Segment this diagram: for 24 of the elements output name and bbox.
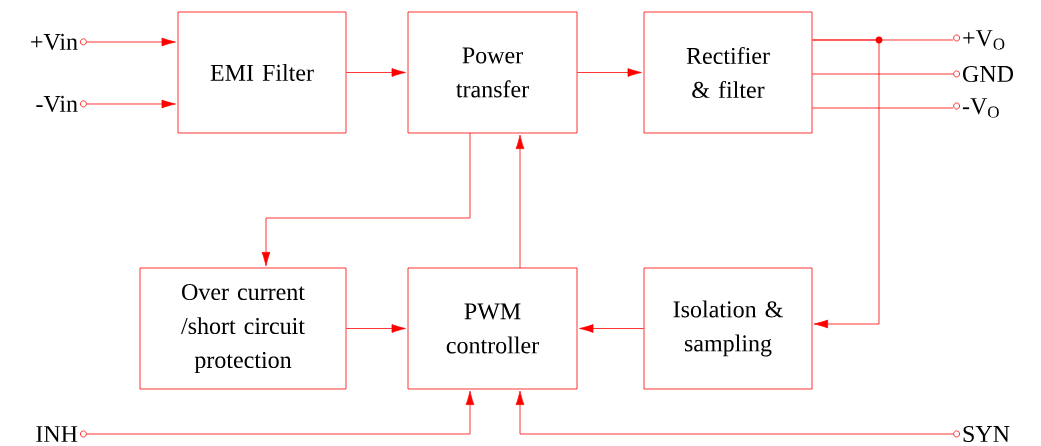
terminal-label: -V$_{O}$ bbox=[953, 98, 999, 118]
arrow bbox=[577, 68, 642, 77]
terminal-label: +Vin bbox=[31, 33, 87, 51]
arrow bbox=[812, 39, 880, 329]
arrow bbox=[346, 324, 406, 333]
terminal-label: -Vin bbox=[36, 95, 87, 113]
terminal-label: GND bbox=[953, 65, 1014, 83]
arrow bbox=[86, 37, 176, 47]
block-box: PWM controller bbox=[407, 267, 578, 390]
arrow bbox=[515, 134, 525, 269]
block-box: Power transfer bbox=[407, 11, 578, 134]
arrow bbox=[86, 99, 176, 109]
block-box: EMI Filter bbox=[177, 11, 347, 134]
block-box: Over current /short circuit protection bbox=[139, 267, 347, 390]
arrow bbox=[346, 68, 406, 77]
terminal-label: +V$_{O}$ bbox=[953, 30, 1005, 50]
block-box: Rectifier & filter bbox=[643, 11, 813, 134]
arrow bbox=[261, 132, 471, 267]
block-box: Isolation & sampling bbox=[643, 267, 813, 390]
terminal-label: SYN bbox=[953, 425, 1010, 443]
arrow bbox=[86, 390, 475, 435]
arrow bbox=[579, 324, 644, 333]
terminal-label: INH bbox=[36, 426, 87, 442]
arrow bbox=[515, 390, 954, 435]
